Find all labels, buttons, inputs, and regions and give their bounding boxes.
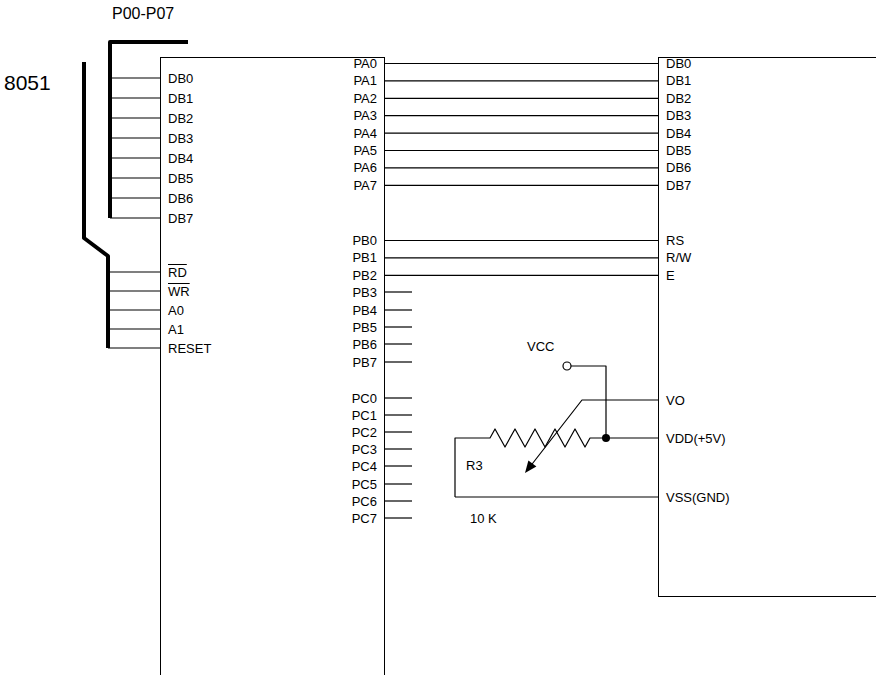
bus-branches [110, 78, 160, 218]
vcc-terminal [563, 362, 571, 370]
chip-label: 8051 [4, 72, 51, 93]
pin-label: DB7 [168, 212, 193, 225]
ic-8255-chip: DB0DB1DB2DB3DB4DB5DB6DB7RD WR A0A1RESET PA0… [160, 57, 385, 675]
data-wire [385, 257, 658, 258]
pin-label: DB5 [666, 144, 691, 157]
pin-label: PA0 [353, 57, 377, 70]
data-wire [385, 132, 658, 133]
pin-label: DB3 [168, 132, 193, 145]
data-wire [385, 185, 658, 186]
potentiometer-circuit [455, 362, 658, 497]
pin-label: WR [168, 285, 190, 298]
pin-label: PB2 [352, 269, 377, 282]
pin-label: PB4 [352, 304, 377, 317]
data-wire [385, 98, 658, 99]
pin-label: R/W [666, 251, 691, 264]
pin-label: PB3 [352, 286, 377, 299]
pin-label: DB0 [666, 57, 691, 70]
pin-label: DB6 [666, 161, 691, 174]
data-wire [385, 80, 658, 81]
wiper-arrowhead [525, 460, 536, 473]
pin-label: PA4 [353, 127, 377, 140]
part-label: R3 [466, 459, 483, 472]
pin-label: DB2 [666, 92, 691, 105]
pin-label: PC1 [352, 409, 377, 422]
pin-label: DB3 [666, 109, 691, 122]
pin-label: PA1 [353, 74, 377, 87]
junction-dot [602, 434, 610, 442]
pin-label: PC2 [352, 426, 377, 439]
pin-label: DB2 [168, 112, 193, 125]
pin-label: PA3 [353, 109, 377, 122]
pin-label: DB4 [168, 152, 193, 165]
pin-label: DB1 [168, 92, 193, 105]
pin-label: PC0 [352, 392, 377, 405]
pin-label: PC4 [352, 460, 377, 473]
control-branches [108, 272, 160, 348]
pin-label: E [666, 269, 675, 282]
port-stubs [385, 292, 412, 518]
control-bus [84, 62, 108, 348]
pin-label: VDD(+5V) [666, 432, 726, 445]
pin-label: PB1 [352, 251, 377, 264]
data-wire [385, 115, 658, 116]
data-wire [385, 240, 658, 241]
pin-label: DB0 [168, 72, 193, 85]
data-wire [385, 167, 658, 168]
pin-label: PA6 [353, 161, 377, 174]
pin-label: RESET [168, 342, 211, 355]
pin-label: PC3 [352, 443, 377, 456]
pin-label: DB7 [666, 179, 691, 192]
data-wire [385, 150, 658, 151]
pin-label: PA7 [353, 179, 377, 192]
pin-label: PB0 [352, 234, 377, 247]
pin-label: PA5 [353, 144, 377, 157]
pin-label: A1 [168, 323, 184, 336]
value-label: 10 K [470, 512, 497, 525]
pin-label: VSS(GND) [666, 491, 730, 504]
resistor-symbol [455, 429, 606, 497]
data-wire [385, 275, 658, 276]
lcd-module: DB0DB1DB2DB3DB4DB5DB6DB7RS R/W E VO VDD(+5V)… [658, 57, 876, 597]
wiper-line [529, 400, 658, 468]
bus-label: P00-P07 [112, 6, 174, 22]
pin-label: PB7 [352, 356, 377, 369]
pin-label: RS [666, 234, 684, 247]
pin-label: PA2 [353, 92, 377, 105]
data-wire [385, 63, 658, 64]
pin-label: DB4 [666, 127, 691, 140]
pin-label: DB6 [168, 192, 193, 205]
pin-label: PB5 [352, 321, 377, 334]
pin-label: DB5 [168, 172, 193, 185]
pin-label: VO [666, 394, 685, 407]
supply-label: VCC [527, 340, 554, 353]
pin-label: A0 [168, 304, 184, 317]
pin-label: PC5 [352, 478, 377, 491]
pin-label: RD [168, 266, 187, 279]
pin-label: PB6 [352, 338, 377, 351]
pin-label: PC6 [352, 495, 377, 508]
pin-label: DB1 [666, 74, 691, 87]
pin-label: PC7 [352, 512, 377, 525]
